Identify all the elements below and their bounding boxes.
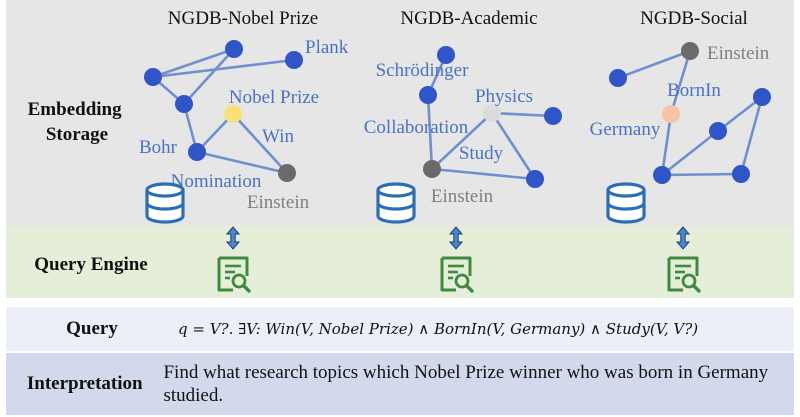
query-label: Query bbox=[66, 318, 118, 339]
up-down-arrow-icon bbox=[448, 226, 464, 250]
graph-edge bbox=[669, 50, 692, 115]
embedding-storage-label: Embedding Storage bbox=[28, 99, 127, 145]
graph-node bbox=[483, 104, 501, 122]
graph-node bbox=[188, 143, 206, 161]
graph-node bbox=[144, 68, 162, 86]
node-label: Germany bbox=[590, 119, 661, 140]
graph-edge bbox=[152, 58, 295, 79]
database-icon bbox=[145, 182, 185, 224]
graph-edge bbox=[661, 129, 719, 177]
graph-node bbox=[753, 88, 771, 106]
up-down-arrow-icon bbox=[675, 226, 691, 250]
graph-node bbox=[662, 105, 680, 123]
interpretation-text: Find what research topics which Nobel Pr… bbox=[163, 362, 769, 406]
graph-edge bbox=[491, 111, 554, 118]
node-label: Bohr bbox=[139, 137, 178, 158]
graph-node bbox=[285, 51, 303, 69]
graph-node bbox=[224, 105, 242, 123]
edge-label: Study bbox=[459, 143, 504, 164]
graph-edge bbox=[660, 113, 673, 176]
graph-node bbox=[419, 86, 437, 104]
graph-node bbox=[681, 42, 699, 60]
node-label: Einstein bbox=[431, 186, 494, 207]
graph-title: NGDB-Nobel Prize bbox=[168, 8, 318, 29]
graph-edge bbox=[490, 112, 537, 180]
database-icon bbox=[606, 182, 646, 224]
graph-edge bbox=[739, 96, 764, 175]
interpretation-label: Interpretation bbox=[26, 373, 143, 394]
database-icon bbox=[376, 182, 416, 224]
node-label: Einstein bbox=[707, 43, 770, 64]
graph-node bbox=[709, 122, 727, 140]
edge-label: BornIn bbox=[667, 80, 721, 101]
query-engine-icon bbox=[667, 256, 701, 293]
graph-title: NGDB-Social bbox=[640, 8, 748, 29]
graph-node bbox=[609, 69, 627, 87]
node-label: Schrödinger bbox=[376, 60, 470, 81]
graph-edge bbox=[232, 113, 288, 174]
edge-label: Nomination bbox=[171, 171, 262, 192]
graph-edge bbox=[196, 150, 288, 175]
interpretation-row: Interpretation Find what research topics… bbox=[6, 353, 794, 415]
graph-node bbox=[544, 107, 562, 125]
graph-node bbox=[732, 165, 750, 183]
edge-label: Win bbox=[262, 126, 294, 147]
graph-node bbox=[437, 46, 455, 64]
graph-node bbox=[175, 95, 193, 113]
query-engine-panel bbox=[6, 226, 794, 298]
graph-edge bbox=[431, 112, 493, 170]
graph-edge bbox=[431, 167, 536, 181]
node-label: Einstein bbox=[247, 192, 310, 213]
node-label: Plank bbox=[305, 37, 349, 58]
graph-node bbox=[225, 40, 243, 58]
graph-node bbox=[653, 166, 671, 184]
graph-edge bbox=[661, 172, 742, 177]
graph-title: NGDB-Academic bbox=[400, 8, 537, 29]
graph-node bbox=[278, 164, 296, 182]
graph-edge bbox=[183, 48, 235, 105]
node-label: Physics bbox=[475, 86, 533, 107]
graph-edge bbox=[426, 94, 434, 170]
graph-edge bbox=[717, 95, 763, 133]
query-engine-label: Query Engine bbox=[34, 254, 147, 275]
graph-node bbox=[423, 160, 441, 178]
query-engine-icon bbox=[440, 256, 474, 293]
up-down-arrow-icon bbox=[225, 226, 241, 250]
graph-node bbox=[526, 170, 544, 188]
query-formula: q = V?. ∃V: Win(V, Nobel Prize) ∧ BornIn… bbox=[178, 319, 699, 338]
query-row: Query q = V?. ∃V: Win(V, Nobel Prize) ∧ … bbox=[6, 307, 794, 351]
query-engine-icon bbox=[217, 256, 251, 293]
node-label: Nobel Prize bbox=[229, 87, 319, 108]
graph-edge bbox=[617, 49, 691, 80]
graph-edge bbox=[152, 47, 235, 79]
edge-label: Collaboration bbox=[364, 117, 469, 138]
